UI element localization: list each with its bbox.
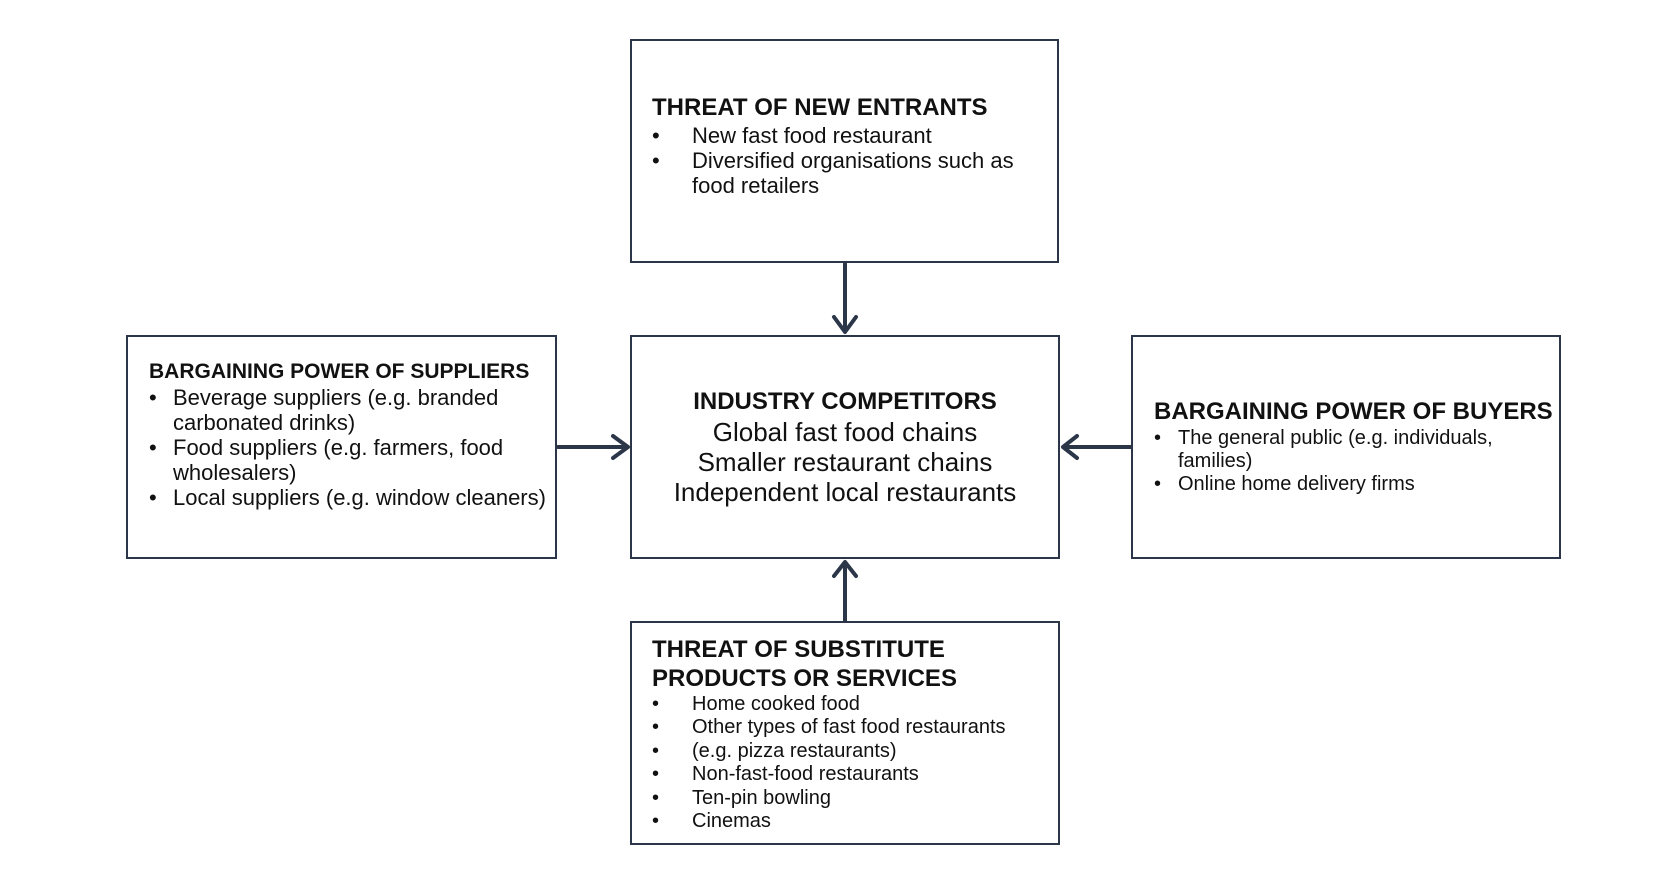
list-item-text: Online home delivery firms: [1178, 473, 1415, 495]
list-item-text: Diversified organisations such as food r…: [692, 148, 1014, 198]
bullet-icon: •: [652, 763, 660, 786]
substitutes-title-line2: PRODUCTS OR SERVICES: [652, 665, 957, 692]
arrow-substitutes-head: [832, 560, 858, 578]
new-entrants-list: • New fast food restaurant • Diversified o…: [652, 123, 1052, 198]
list-item: • Other types of fast food restaurants: [652, 716, 1052, 739]
list-item: • New fast food restaurant: [652, 123, 1052, 148]
list-item-text: Home cooked food: [692, 693, 860, 715]
suppliers-box: BARGAINING POWER OF SUPPLIERS • Beverage …: [126, 335, 557, 559]
list-item: • Non-fast-food restaurants: [652, 763, 1052, 786]
bullet-icon: •: [652, 148, 660, 173]
substitutes-title-line1: THREAT OF SUBSTITUTE: [652, 636, 945, 663]
list-item-text: (e.g. pizza restaurants): [692, 739, 897, 762]
list-item-text: Beverage suppliers (e.g. branded carbona…: [173, 385, 499, 435]
list-item: • Ten-pin bowling: [652, 787, 1052, 810]
list-item-text: Other types of fast food restaurants: [692, 716, 1006, 739]
list-item-text: Food suppliers (e.g. farmers, food whole…: [173, 435, 504, 485]
buyers-box: BARGAINING POWER OF BUYERS • The general …: [1131, 335, 1561, 559]
suppliers-title: BARGAINING POWER OF SUPPLIERS: [149, 360, 530, 383]
bullet-icon: •: [652, 716, 660, 739]
list-item: • Local suppliers (e.g. window cleaners): [149, 485, 549, 510]
bullet-icon: •: [149, 385, 157, 410]
new-entrants-box: THREAT OF NEW ENTRANTS • New fast food re…: [630, 39, 1059, 263]
list-item: • Food suppliers (e.g. farmers, food whol…: [149, 435, 549, 485]
substitutes-list: • Home cooked food • Other types of fast f…: [652, 693, 1052, 833]
bullet-icon: •: [652, 123, 660, 148]
bullet-icon: •: [652, 810, 660, 833]
buyers-title: BARGAINING POWER OF BUYERS: [1154, 398, 1553, 425]
bullet-icon: •: [652, 739, 660, 762]
arrow-new-entrants-head: [832, 315, 858, 334]
list-item-text: Local suppliers (e.g. window cleaners): [173, 485, 546, 510]
list-item: • Diversified organisations such as food …: [652, 148, 1052, 198]
list-item: • Cinemas: [652, 810, 1052, 833]
bullet-icon: •: [1154, 473, 1162, 495]
list-item-text: Cinemas: [692, 810, 771, 833]
industry-competitors-box: INDUSTRY COMPETITORS Global fast food ch…: [630, 335, 1060, 559]
bullet-icon: •: [652, 786, 660, 809]
new-entrants-title: THREAT OF NEW ENTRANTS: [652, 94, 988, 121]
industry-competitors-title: INDUSTRY COMPETITORS: [693, 388, 997, 415]
list-item: • Online home delivery firms: [1154, 473, 1554, 496]
competitor-line: Smaller restaurant chains: [697, 447, 993, 477]
competitor-line: Independent local restaurants: [673, 477, 1017, 507]
bullet-icon: •: [149, 435, 157, 460]
list-item: • Beverage suppliers (e.g. branded carbon…: [149, 385, 549, 435]
competitors-list: Global fast food chains Smaller restaura…: [632, 417, 1058, 507]
list-item-text: Ten-pin bowling: [692, 786, 831, 809]
arrow-buyers-head: [1061, 434, 1079, 460]
list-item: • The general public (e.g. individuals, f…: [1154, 427, 1554, 473]
bullet-icon: •: [149, 485, 157, 510]
bullet-icon: •: [652, 693, 660, 715]
arrow-suppliers-head: [611, 434, 630, 460]
list-item: • (e.g. pizza restaurants): [652, 740, 1052, 763]
suppliers-list: • Beverage suppliers (e.g. branded carbon…: [149, 385, 549, 510]
list-item: • Home cooked food: [652, 693, 1052, 716]
list-item-text: New fast food restaurant: [692, 123, 932, 148]
bullet-icon: •: [1154, 427, 1162, 449]
list-item-text: The general public (e.g. individuals, fa…: [1178, 427, 1493, 472]
list-item-text: Non-fast-food restaurants: [692, 763, 919, 786]
buyers-list: • The general public (e.g. individuals, f…: [1154, 427, 1554, 496]
competitor-line: Global fast food chains: [712, 417, 978, 447]
